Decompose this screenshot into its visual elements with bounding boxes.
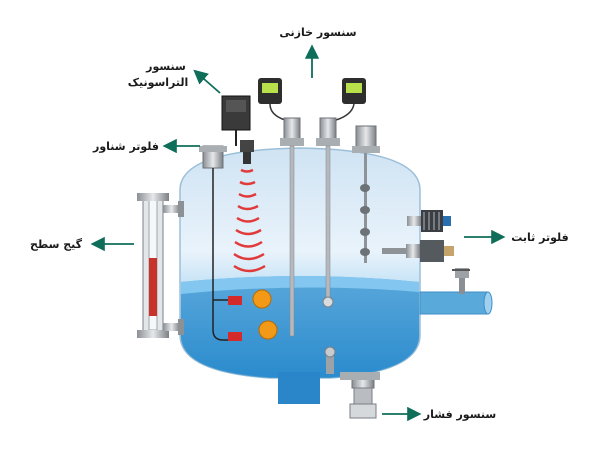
side-outlet-pipe	[419, 291, 489, 315]
fixed-float-top	[407, 210, 451, 232]
level-gauge	[137, 193, 184, 338]
label-arrows	[90, 44, 506, 422]
float-switch	[199, 145, 278, 341]
label-ultrasonic-sensor-line1: سنسور	[145, 60, 186, 73]
ultrasonic-sensor	[221, 95, 266, 273]
label-floating-float: فلوتر شناور	[92, 140, 159, 153]
bottom-outlet	[278, 372, 320, 404]
capacitive-sensor-left	[258, 78, 304, 337]
ultrasonic-beam	[233, 168, 266, 273]
multi-point-float	[352, 125, 380, 263]
label-fixed-float: فلوتر ثابت	[511, 231, 568, 244]
water-surface	[180, 276, 420, 378]
label-ultrasonic-sensor-line2: التراسونیک	[128, 76, 189, 89]
label-pressure-sensor: سنسور فشار	[423, 408, 496, 421]
water-highlight	[181, 276, 419, 294]
bottom-valve	[324, 346, 336, 374]
pressure-sensor	[340, 372, 380, 419]
label-capacitive-sensor: سنسور خازنی	[279, 26, 356, 39]
arrow-ultrasonic-sensor	[193, 69, 221, 94]
capacitive-sensor-right	[316, 78, 366, 308]
label-level-gauge: گیج سطح	[30, 238, 83, 251]
side-pipe-transmitter	[452, 268, 470, 294]
fixed-float-bottom	[382, 240, 454, 262]
side-outlet-end	[483, 291, 493, 315]
tank	[179, 147, 493, 404]
